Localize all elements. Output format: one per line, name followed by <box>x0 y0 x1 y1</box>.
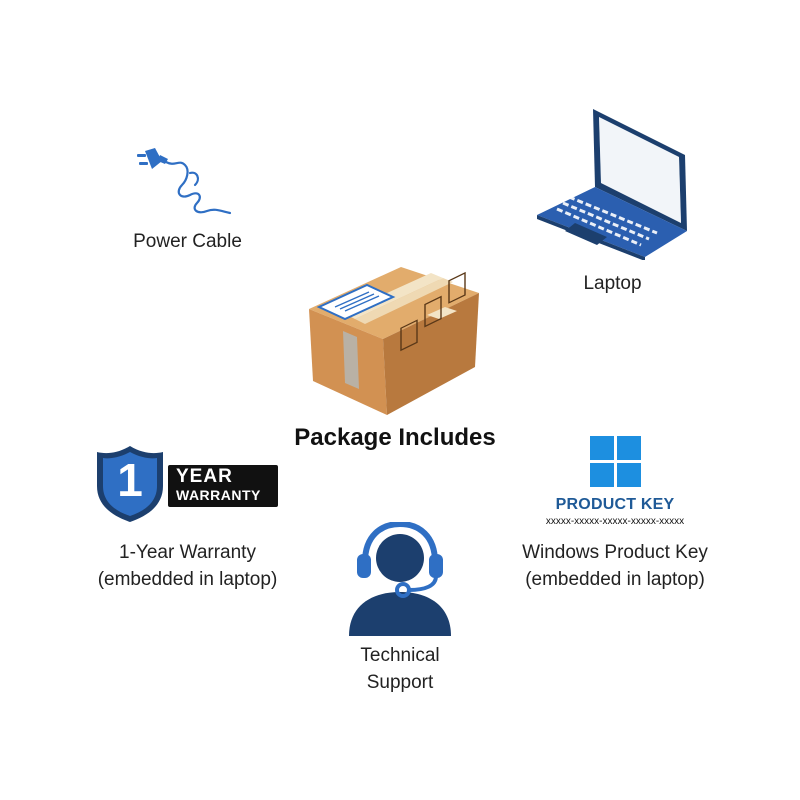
support-label-line2: Support <box>366 672 434 693</box>
windows-logo-icon <box>590 436 641 487</box>
product-key-label-line2: (embedded in laptop) <box>525 569 705 590</box>
product-key-code: xxxxx-xxxxx-xxxxx-xxxxx-xxxxx <box>545 516 685 527</box>
power-plug-icon <box>137 148 232 215</box>
shield-warranty-icon <box>97 446 163 522</box>
warranty-label-line2: (embedded in laptop) <box>97 569 278 590</box>
power-cable-label: Power Cable <box>133 231 242 252</box>
cardboard-box-icon <box>309 267 479 415</box>
warranty-ribbon <box>168 465 278 507</box>
warranty-badge-word1: YEAR <box>176 466 233 487</box>
product-key-label-line1: Windows Product Key <box>522 542 708 563</box>
warranty-badge-number: 1 <box>117 454 143 506</box>
headset-support-icon <box>349 522 451 636</box>
warranty-badge-word2: WARRANTY <box>176 487 261 503</box>
warranty-label-line1: 1-Year Warranty <box>119 542 256 563</box>
support-label-line1: Technical <box>360 645 440 666</box>
laptop-icon <box>537 109 687 260</box>
page-title: Package Includes <box>294 424 496 451</box>
laptop-label: Laptop <box>583 273 642 294</box>
product-key-heading: PRODUCT KEY <box>555 496 675 513</box>
